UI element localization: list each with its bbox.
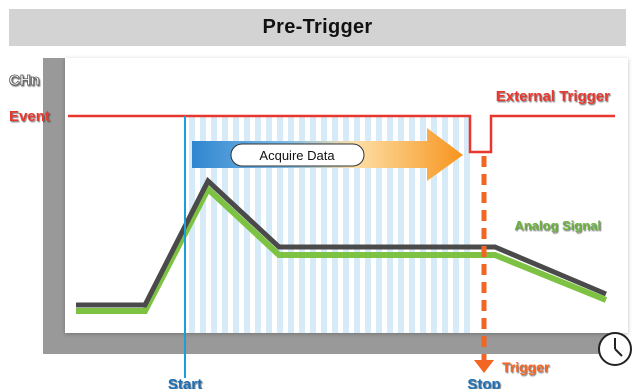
acquisition-stripe [420, 116, 426, 333]
acquire-data-box [230, 143, 365, 167]
acquisition-stripe [409, 116, 415, 333]
event-label: Event [9, 108, 50, 125]
analog-signal [76, 176, 608, 314]
page-title: Pre-Trigger [262, 16, 373, 38]
acquisition-stripe [299, 116, 305, 333]
acquisition-stripe [222, 116, 228, 333]
external-trigger-label: External Trigger [496, 88, 610, 105]
acquisition-stripe [288, 116, 294, 333]
acquisition-stripe [266, 116, 272, 333]
title-bar: Pre-Trigger [9, 9, 626, 46]
clock-icon [598, 332, 632, 366]
acquisition-stripe [376, 116, 382, 333]
acquisition-stripe [200, 116, 206, 333]
trigger-arrowhead [474, 360, 494, 373]
stop-label: Stop [467, 376, 500, 389]
acquisition-stripe [387, 116, 393, 333]
acquisition-stripe [343, 116, 349, 333]
analog-signal-label: Analog Signal [514, 218, 601, 233]
acquisition-stripe [398, 116, 404, 333]
acquire-arrow: Acquire Data [192, 128, 463, 181]
acquisition-stripe [365, 116, 371, 333]
x-axis-bar [43, 333, 608, 354]
y-axis-bar [43, 58, 65, 354]
event-line [68, 114, 615, 154]
acquisition-stripe [431, 116, 437, 333]
acquisition-stripe [277, 116, 283, 333]
acquisition-stripe [442, 116, 448, 333]
acquisition-stripe [211, 116, 217, 333]
trigger-label: Trigger [502, 359, 550, 375]
acquisition-stripe [354, 116, 360, 333]
acquisition-stripe [233, 116, 239, 333]
channel-label: CHn [9, 72, 40, 89]
acquisition-stripe [310, 116, 316, 333]
acquisition-stripe [453, 116, 459, 333]
acquisition-stripe [332, 116, 338, 333]
acquisition-stripe [464, 116, 470, 333]
acquisition-stripe [321, 116, 327, 333]
start-label: Start [168, 376, 202, 389]
acquire-data-label: Acquire Data [259, 148, 335, 163]
